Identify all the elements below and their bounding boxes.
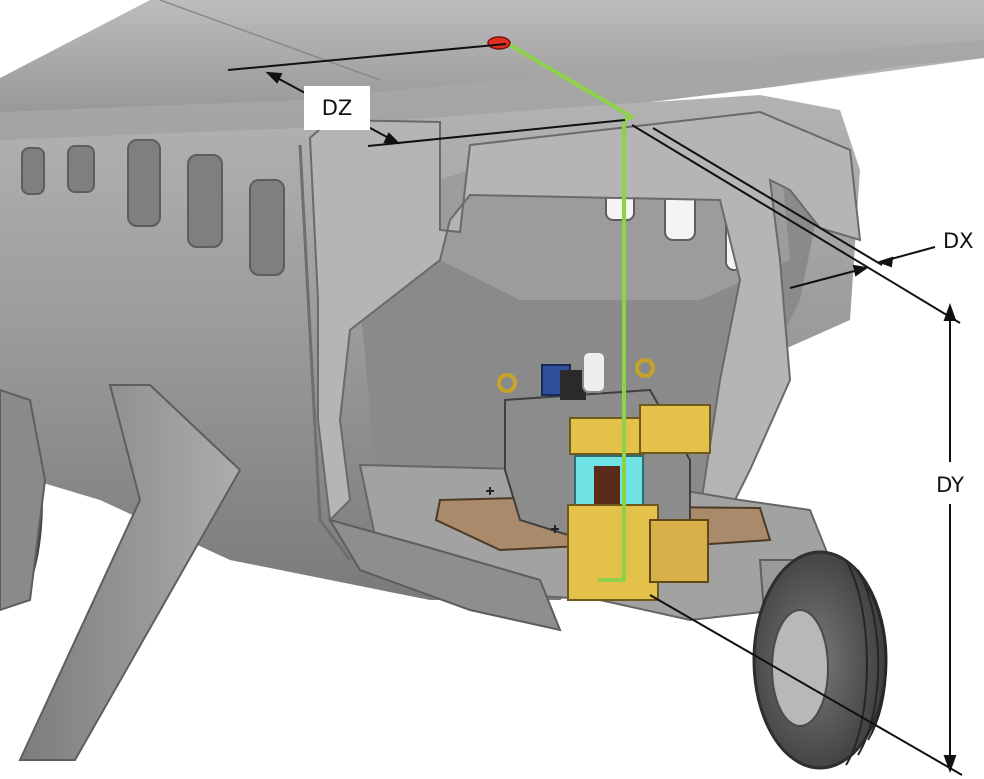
dimension-dy (649, 303, 963, 776)
wing-panel-line (159, 0, 381, 81)
left-wheel (0, 388, 47, 612)
red-marker (487, 36, 511, 50)
dx-arrow-inner (789, 267, 867, 289)
dz-reference-line-top (227, 43, 507, 71)
payload-dark-module (560, 370, 586, 400)
dimension-dx (631, 124, 961, 324)
dx-arrowhead-inner (852, 264, 869, 277)
window (127, 139, 161, 227)
payload-brown-block (594, 466, 620, 510)
dy-reference-line-bottom (649, 594, 963, 776)
dy-label-box (928, 462, 972, 504)
dz-label-box (304, 86, 370, 130)
dy-arrowhead-bottom (943, 755, 957, 773)
dx-reference-line-2 (652, 127, 883, 266)
window (21, 147, 45, 195)
wing-leading-edge (0, 40, 984, 150)
wheel-hub (771, 609, 829, 727)
left-gear-leg (0, 388, 47, 612)
dx-reference-line-1 (631, 124, 961, 324)
fuselage-frame-front (308, 110, 862, 523)
dz-label: DZ (322, 96, 353, 120)
payload-yellow-box-top (569, 417, 645, 455)
window (187, 154, 223, 248)
window (249, 179, 285, 276)
lifting-eye-left (497, 373, 517, 393)
dy-arrowhead-top (943, 303, 957, 321)
fuselage-frame-outer (298, 144, 352, 561)
lower-hull-panel (327, 518, 562, 632)
window (67, 145, 95, 193)
payload-yellow-body (567, 504, 659, 601)
dy-label: DY (936, 473, 964, 497)
dx-label: DX (943, 229, 974, 253)
payload-white-cylinder (582, 351, 606, 393)
payload-camera-unit (649, 519, 709, 583)
dx-arrowhead-outer (876, 256, 894, 268)
dz-arrowhead-top (265, 71, 283, 84)
lifting-eye-right (635, 358, 655, 378)
payload-yellow-box-right (639, 404, 711, 454)
dz-reference-line-bottom (367, 119, 626, 147)
dz-arrowhead-bottom (383, 132, 401, 145)
payload-assembly (434, 351, 772, 601)
nose-gear (752, 550, 888, 770)
payload-bolt-markers (486, 487, 559, 533)
window-row (21, 139, 285, 276)
wing-strut (18, 384, 242, 761)
